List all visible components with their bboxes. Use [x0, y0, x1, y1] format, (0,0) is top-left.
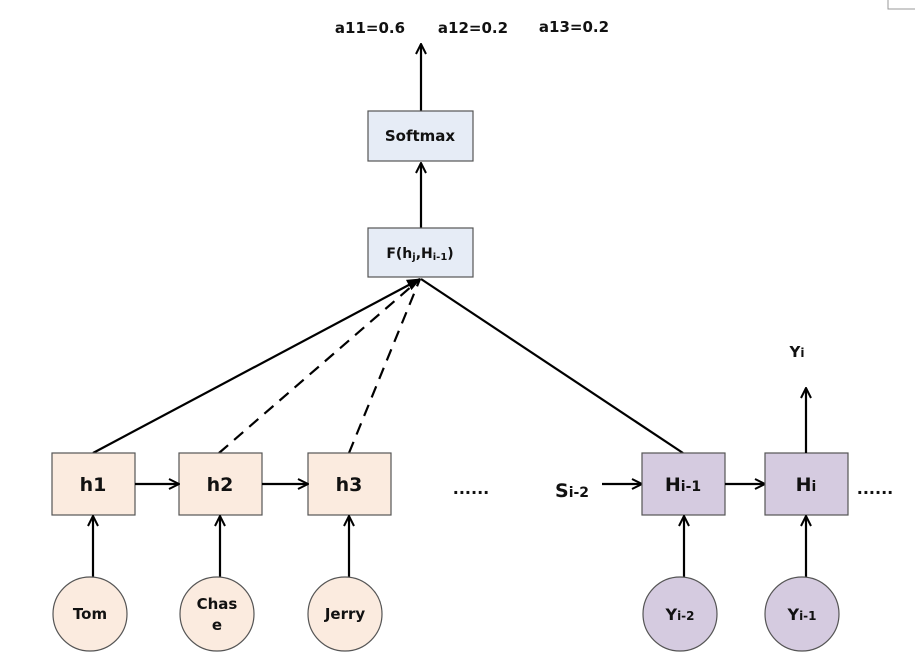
- score-label-sub-i: i-1: [433, 252, 448, 263]
- attention-line-decoder-state: [420, 278, 684, 454]
- score-label-mid: ,H: [416, 246, 433, 262]
- decoder-hidden-hi: Hi: [764, 452, 849, 516]
- tom-label: Tom: [73, 605, 107, 623]
- hi-1-sub: i-1: [681, 479, 701, 495]
- encoder-ellipsis: ......: [453, 479, 489, 498]
- yi-main: Y: [789, 343, 802, 361]
- score-label-main: F(h: [386, 246, 412, 262]
- output-label-a12: a12=0.2: [438, 19, 508, 37]
- yi-sub: i: [800, 346, 804, 360]
- decoder-ellipsis: ......: [857, 479, 893, 498]
- softmax-node: Softmax: [367, 110, 474, 162]
- svg-text:Hi-1: Hi-1: [665, 474, 701, 496]
- jerry-label: Jerry: [324, 605, 366, 623]
- output-label-a11: a11=0.6: [335, 19, 405, 37]
- decoder-input-yi-1: Yi-1: [764, 576, 840, 652]
- yi-1-sub: i-1: [799, 609, 816, 623]
- attention-line-h1: [92, 278, 422, 454]
- svg-text:Hi: Hi: [796, 474, 817, 496]
- score-function-node: F(hj,Hi-1): [367, 227, 474, 278]
- h3-label: h3: [336, 474, 363, 496]
- score-label-end: ): [447, 246, 453, 262]
- h2-label: h2: [207, 474, 234, 496]
- score-label-sub-j: j: [411, 252, 415, 263]
- prev-state-sub: i-2: [569, 485, 589, 501]
- chase-label-line1: Chas: [197, 595, 238, 613]
- input-node-jerry: Jerry: [307, 576, 383, 652]
- decoder-output-label: Yi: [789, 343, 805, 361]
- encoder-hidden-h2: h2: [178, 452, 263, 516]
- yi-1-main: Y: [786, 605, 799, 624]
- attention-line-h2: [218, 278, 421, 454]
- output-label-a13: a13=0.2: [539, 18, 609, 36]
- yi-2-sub: i-2: [677, 609, 694, 623]
- svg-text:Yi-2: Yi-2: [664, 605, 694, 624]
- prev-state-main: S: [555, 480, 569, 502]
- decoder-input-yi-2: Yi-2: [642, 576, 718, 652]
- softmax-label: Softmax: [385, 127, 456, 145]
- svg-text:Yi-1: Yi-1: [786, 605, 816, 624]
- encoder-hidden-h3: h3: [307, 452, 392, 516]
- encoder-hidden-h1: h1: [51, 452, 136, 516]
- hi-1-main: H: [665, 474, 681, 496]
- hi-sub: i: [812, 479, 817, 495]
- svg-text:F(hj,Hi-1): F(hj,Hi-1): [386, 246, 453, 263]
- attention-line-h3: [347, 278, 422, 454]
- corner-frame: [887, 0, 915, 10]
- decoder-hidden-hi-1: Hi-1: [641, 452, 726, 516]
- yi-2-main: Y: [664, 605, 677, 624]
- input-node-chase: Chas e: [179, 576, 255, 652]
- prev-state-label: Si-2: [555, 480, 589, 502]
- hi-main: H: [796, 474, 812, 496]
- chase-label-line2: e: [212, 616, 222, 634]
- input-node-tom: Tom: [52, 576, 128, 652]
- h1-label: h1: [80, 474, 107, 496]
